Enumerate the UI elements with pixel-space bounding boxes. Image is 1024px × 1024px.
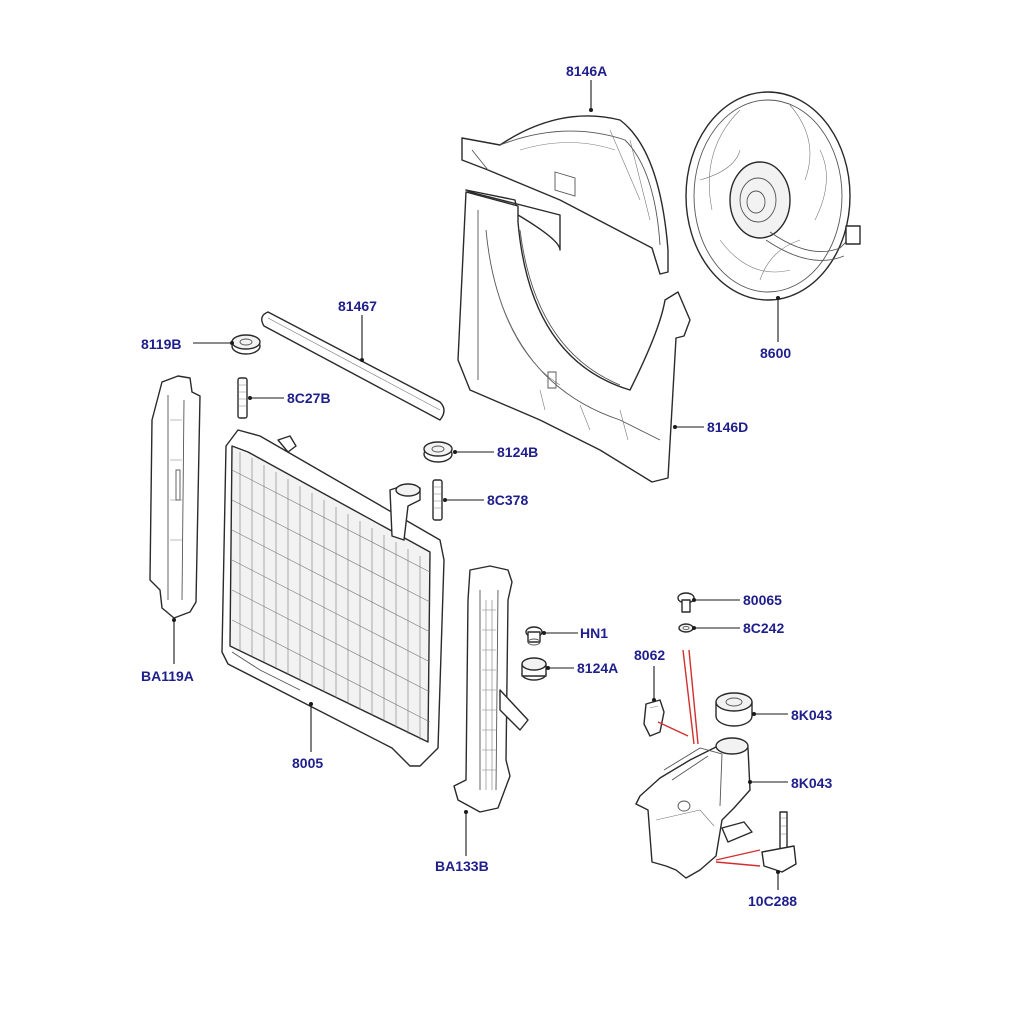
label-8119B: 8119B — [141, 336, 182, 352]
insulator-lower — [521, 657, 547, 681]
coolant-reservoir — [635, 737, 753, 879]
washer — [678, 623, 694, 633]
seal-strip — [261, 311, 445, 421]
bracket-bolt — [761, 811, 797, 873]
label-8C378: 8C378 — [487, 492, 529, 508]
nut — [525, 626, 543, 646]
insulator-top-right — [423, 441, 453, 463]
label-8062: 8062 — [634, 647, 666, 663]
label-8124A: 8124A — [577, 660, 619, 676]
label-8600: 8600 — [760, 345, 792, 361]
label-81467: 81467 — [338, 298, 377, 314]
label-8146D: 8146D — [707, 419, 749, 435]
label-8C27B: 8C27B — [287, 390, 331, 406]
stud-top-left — [237, 377, 248, 419]
label-BA133B: BA133B — [435, 858, 489, 874]
label-8124B: 8124B — [497, 444, 539, 460]
fan-shroud-upper — [461, 115, 669, 275]
red-assembly-leaders — [657, 649, 761, 867]
side-deflector-right — [453, 565, 529, 813]
cooling-fan — [685, 91, 861, 301]
label-8C242: 8C242 — [743, 620, 785, 636]
label-8146A: 8146A — [566, 63, 608, 79]
bolt — [677, 592, 695, 613]
radiator-core-fins — [231, 452, 431, 740]
insulator-top-left — [231, 334, 261, 355]
label-80065: 80065 — [743, 592, 782, 608]
label-BA119A: BA119A — [141, 668, 194, 684]
label-8K043-cap: 8K043 — [791, 707, 833, 723]
label-HN1: HN1 — [580, 625, 609, 641]
stud-right — [432, 479, 443, 521]
fan-shroud-lower — [457, 189, 691, 483]
side-deflector-left — [149, 375, 201, 619]
hose-clip — [643, 699, 665, 737]
label-8005: 8005 — [292, 755, 324, 771]
radiator — [221, 429, 445, 767]
leader-lines — [172, 80, 788, 890]
label-10C288: 10C288 — [748, 893, 798, 909]
label-8K043-reservoir: 8K043 — [791, 775, 833, 791]
reservoir-cap — [715, 692, 753, 727]
